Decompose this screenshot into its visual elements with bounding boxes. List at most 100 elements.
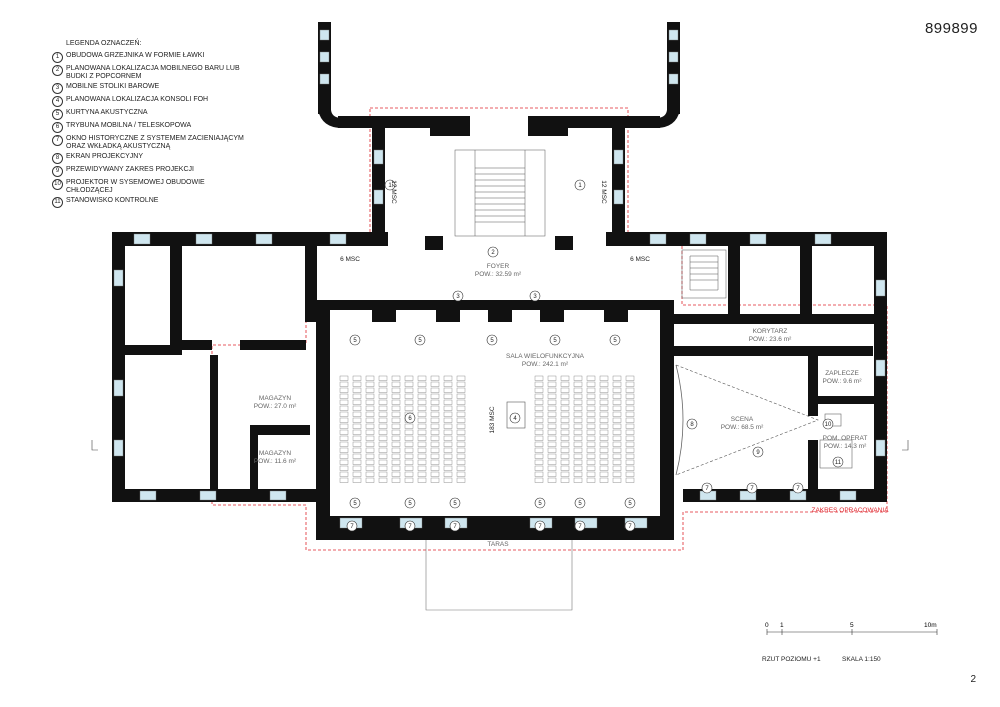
seat — [599, 417, 609, 423]
seat — [417, 453, 427, 459]
seat — [417, 381, 427, 387]
seat — [586, 417, 596, 423]
legend-text: PLANOWANA LOKALIZACJA MOBILNEGO BARU LUB… — [66, 65, 240, 80]
seat — [612, 417, 622, 423]
seat — [547, 411, 557, 417]
tower-windows — [319, 29, 679, 205]
legend-title: LEGENDA OZNACZEŃ: — [66, 40, 142, 47]
seat — [443, 375, 453, 381]
seat — [625, 465, 635, 471]
seat — [404, 435, 414, 441]
seat — [547, 459, 557, 465]
seat — [625, 375, 635, 381]
seat — [456, 465, 466, 471]
seat — [443, 417, 453, 423]
scale-tick: 0 — [765, 622, 769, 629]
seat — [365, 441, 375, 447]
seat — [443, 423, 453, 429]
seat — [339, 381, 349, 387]
seat — [456, 375, 466, 381]
seat — [456, 399, 466, 405]
room-korytarz-area: POW.: 23.6 m² — [749, 336, 792, 343]
legend-text: OKNO HISTORYCZNE Z SYSTEMEM ZACIENIAJĄCY… — [66, 135, 244, 150]
seat — [534, 465, 544, 471]
seat — [430, 465, 440, 471]
seat — [404, 441, 414, 447]
room-scena-name: SCENA — [731, 416, 754, 423]
legend-number: 11 — [52, 197, 63, 208]
seat — [430, 387, 440, 393]
seat — [599, 453, 609, 459]
bleacher-seating — [339, 375, 635, 483]
seat — [352, 405, 362, 411]
legend-number: 2 — [52, 65, 63, 76]
seat — [352, 447, 362, 453]
seat — [391, 435, 401, 441]
seat — [404, 423, 414, 429]
seat — [456, 477, 466, 483]
room-magazyn2-name: MAGAZYN — [259, 450, 291, 457]
legend-number: 5 — [52, 109, 63, 120]
svg-text:4: 4 — [513, 416, 517, 422]
svg-text:10: 10 — [825, 422, 832, 428]
seat — [534, 393, 544, 399]
seat — [443, 429, 453, 435]
seat — [547, 453, 557, 459]
seat — [430, 447, 440, 453]
seat — [625, 459, 635, 465]
seat — [404, 405, 414, 411]
seat — [365, 417, 375, 423]
svg-text:7: 7 — [628, 524, 632, 530]
seat — [443, 453, 453, 459]
seat — [352, 453, 362, 459]
seat — [391, 429, 401, 435]
room-scena-area: POW.: 68.5 m² — [721, 424, 764, 431]
svg-text:5: 5 — [553, 338, 557, 344]
seat — [586, 411, 596, 417]
seat — [534, 411, 544, 417]
seat — [352, 471, 362, 477]
seat — [456, 393, 466, 399]
seat — [391, 387, 401, 393]
seat — [417, 399, 427, 405]
seat — [534, 417, 544, 423]
seat — [456, 417, 466, 423]
legend-text: PRZEWIDYWANY ZAKRES PROJEKCJI — [66, 166, 194, 173]
seat — [573, 393, 583, 399]
seat — [404, 381, 414, 387]
seat — [586, 429, 596, 435]
seat — [586, 405, 596, 411]
seat — [365, 423, 375, 429]
seat — [586, 465, 596, 471]
seat — [417, 417, 427, 423]
seat — [456, 453, 466, 459]
seat — [430, 411, 440, 417]
legend-text: OBUDOWA GRZEJNIKA W FORMIE ŁAWKI — [66, 52, 205, 59]
seat — [573, 465, 583, 471]
legend-marker: 4 — [509, 412, 521, 424]
seat — [456, 387, 466, 393]
seat — [391, 393, 401, 399]
scope-label: ZAKRES OPRACOWANIA — [811, 507, 889, 514]
seat — [443, 441, 453, 447]
seat — [547, 447, 557, 453]
seat — [352, 423, 362, 429]
seat — [625, 387, 635, 393]
side-staircase — [681, 249, 727, 299]
seat — [417, 459, 427, 465]
seat — [599, 447, 609, 453]
seat — [560, 477, 570, 483]
legend-marker: 7 — [404, 520, 416, 532]
seat — [534, 459, 544, 465]
seat — [443, 465, 453, 471]
legend-marker: 5 — [534, 497, 546, 509]
seat — [573, 417, 583, 423]
legend-marker: 5 — [486, 334, 498, 346]
seat — [378, 441, 388, 447]
seat — [443, 477, 453, 483]
